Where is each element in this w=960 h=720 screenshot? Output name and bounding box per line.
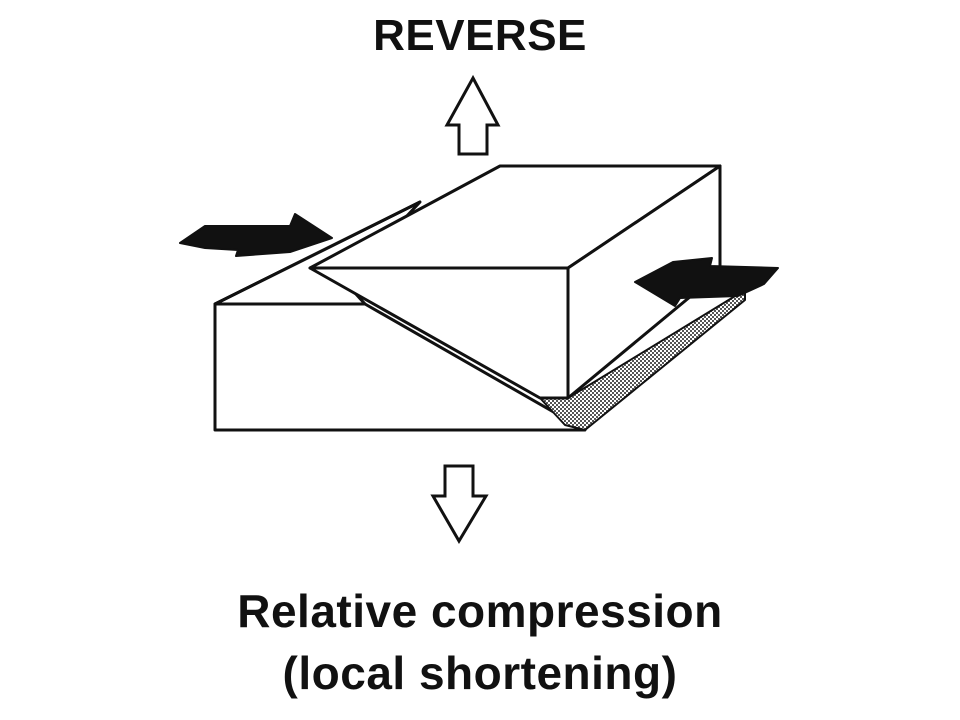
- down-hollow-arrow: [430, 464, 489, 544]
- left-solid-arrow: [634, 257, 779, 307]
- right-solid-arrow: [179, 213, 333, 257]
- fault-trace-line: [214, 200, 421, 306]
- caption-line-2: (local shortening): [282, 647, 678, 699]
- fault-type-title: REVERSE: [373, 11, 587, 60]
- caption-line-1: Relative compression: [237, 585, 723, 637]
- diagram-caption: Relative compression (local shortening): [0, 580, 960, 704]
- up-hollow-arrow: [444, 74, 501, 156]
